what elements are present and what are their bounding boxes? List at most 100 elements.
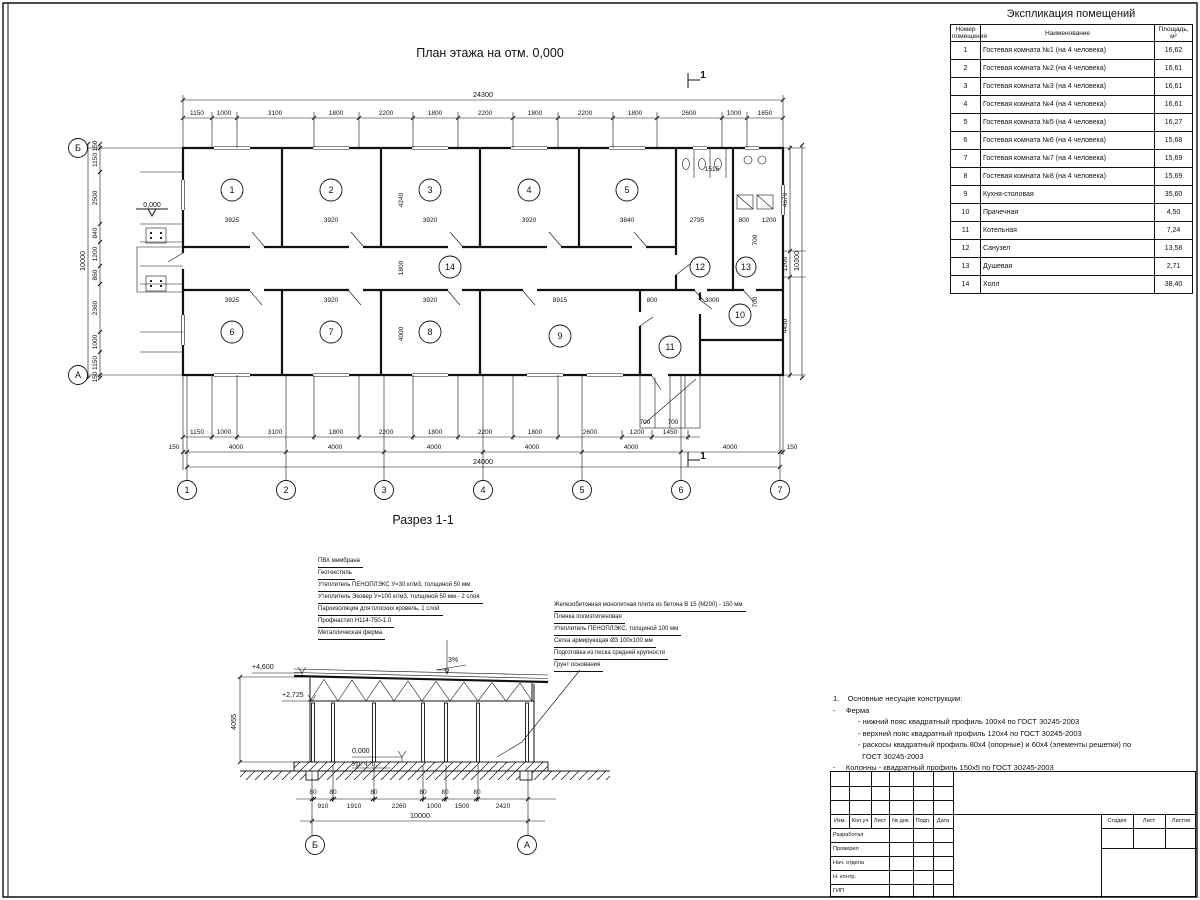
room-name-cell: Гостевая комната №1 (на 4 человека)	[980, 41, 1155, 60]
plan-dim-right: 1200	[782, 256, 789, 271]
grid-axis-bubble: 6	[678, 485, 683, 495]
tb-role-gip: ГИП	[833, 888, 845, 894]
plan-dim-interior: 1200	[762, 217, 777, 224]
plan-dim-top: 2600	[682, 110, 697, 117]
equipment-dot	[149, 231, 153, 235]
section-dim: 1910	[347, 803, 362, 810]
floor-layers-callout: Железобетонная монолитная плита из бетон…	[554, 600, 746, 672]
window-gaps	[180, 145, 786, 378]
plan-dim-top: 2200	[379, 110, 394, 117]
elevation-top-label: +4,600	[252, 664, 274, 671]
note-line: ГОСТ 30245-2003	[833, 751, 924, 761]
plan-dim-axis-span: 4000	[427, 444, 442, 451]
plan-dim-total: 10000	[78, 251, 87, 271]
tb-role-razrabotal: Разработал	[833, 832, 864, 838]
room-number-cell: 8	[950, 167, 981, 186]
schedule-row: 8 Гостевая комната №8 (на 4 человека) 15…	[950, 167, 1193, 186]
plan-dim-interior: 700	[752, 234, 759, 245]
plan-dim-interior: 3925	[225, 297, 240, 304]
schedule-grid: Номер помещения Наименование Площадь, м²…	[950, 24, 1193, 294]
room-number-bubble: 13	[741, 262, 751, 272]
section-dim: 80	[309, 789, 317, 796]
tb-col-data: Дата	[936, 818, 950, 824]
plan-dim-interior: 3920	[324, 297, 339, 304]
plan-dim-bottom: 2200	[379, 429, 394, 436]
plan-dim-interior: 8915	[553, 297, 568, 304]
grid-axis-bubble: 2	[283, 485, 288, 495]
roof-layer-line: Утеплитель ПЕНОПЛЭКС У=30 кг/м3, толщино…	[318, 580, 474, 592]
room-name-cell: Санузел	[980, 239, 1155, 258]
room-area-cell: 38,40	[1154, 275, 1193, 294]
equipment-dot	[159, 231, 163, 235]
schedule-row: 11 Котельная 7,24	[950, 221, 1193, 240]
section-column	[476, 702, 480, 763]
tb-role-proveril: Проверил	[833, 846, 859, 852]
plan-dim-top: 1000	[727, 110, 742, 117]
plan-dim-right: 4670	[782, 192, 789, 207]
plan-dim-interior: 3920	[522, 217, 537, 224]
room-number-bubble-circle	[689, 256, 711, 278]
room-name-cell: Душевая	[980, 257, 1155, 276]
plan-dim-right: 4430	[782, 318, 789, 333]
room-name-cell: Прачечная	[980, 203, 1155, 222]
section-column	[311, 702, 315, 763]
plan-dim-left: 2500	[92, 190, 99, 205]
plan-dimension-lines	[87, 99, 803, 468]
room-number-bubble-circle	[728, 303, 752, 327]
room-area-cell: 16,61	[1154, 77, 1193, 96]
room-area-cell: 16,61	[1154, 59, 1193, 78]
room-number-bubble: 12	[695, 262, 705, 272]
left-porch	[136, 246, 183, 293]
grid-axis-bubble-circle	[68, 365, 88, 385]
section-dim: 80	[441, 789, 449, 796]
plan-dim-interior: 3925	[225, 217, 240, 224]
tb-col-list: Лист	[873, 818, 887, 824]
plan-dim-axis-span: 4000	[624, 444, 639, 451]
plan-dim-top: 1800	[329, 110, 344, 117]
plan-dim-bottom: 1150	[190, 429, 204, 436]
room-name-cell: Гостевая комната №4 (на 4 человека)	[980, 95, 1155, 114]
room-number-bubble-circle	[418, 178, 442, 202]
schedule-header-row: Номер помещения Наименование Площадь, м²	[950, 24, 1193, 42]
plan-dim-top: 1650	[758, 110, 773, 117]
room-area-cell: 13,58	[1154, 239, 1193, 258]
grid-axis-bubble-circle	[305, 835, 325, 855]
room-number-bubble-circle	[220, 320, 244, 344]
floor-level-label: Ур. ч. п.	[352, 761, 377, 768]
tb-stage-list: Лист	[1142, 818, 1156, 824]
room-number-cell: 5	[950, 113, 981, 132]
room-number-cell: 13	[950, 257, 981, 276]
grid-axis-bubble: 7	[777, 485, 782, 495]
plan-dim-bottom: 3100	[268, 429, 283, 436]
plan-dim-axis-span: 4000	[328, 444, 343, 451]
room-number-cell: 11	[950, 221, 981, 240]
equipment-block-1	[145, 227, 167, 244]
plan-title: План этажа на отм. 0,000	[416, 46, 564, 60]
tb-col-nodok: № док.	[892, 818, 910, 824]
schedule-row: 10 Прачечная 4,50	[950, 203, 1193, 222]
grid-axis-bubble: Б	[75, 143, 81, 153]
note-line: - Ферма	[833, 705, 870, 715]
plan-dim-top: 1800	[528, 110, 543, 117]
plan-dim-axis-span: 4000	[723, 444, 738, 451]
wc-toilet-icon	[698, 158, 706, 170]
plan-dim-top: 1800	[428, 110, 443, 117]
grid-axis-bubble: 3	[381, 485, 386, 495]
section-cut-marker-top	[687, 73, 700, 88]
floor-layer-line: Пленка полиэтиленовая	[554, 612, 625, 624]
schedule-row: 6 Гостевая комната №6 (на 4 человека) 15…	[950, 131, 1193, 150]
plan-dim-left: 1200	[92, 246, 99, 261]
room-number-bubble: 3	[427, 185, 432, 195]
section-cut-label-top: 1	[700, 70, 706, 81]
section-dim: 2260	[392, 803, 407, 810]
elevation-mark-top	[252, 666, 307, 677]
plan-extension-lines-top	[182, 95, 784, 148]
plan-extension-lines-sides	[140, 147, 806, 376]
note-line: - верхний пояс квадратный профиль 120х4 …	[833, 728, 1082, 738]
room-number-bubble: 9	[557, 331, 562, 341]
grid-axis-bubble-circle	[517, 835, 537, 855]
section-dim: 1000	[427, 803, 442, 810]
room-name-cell: Котельная	[980, 221, 1155, 240]
